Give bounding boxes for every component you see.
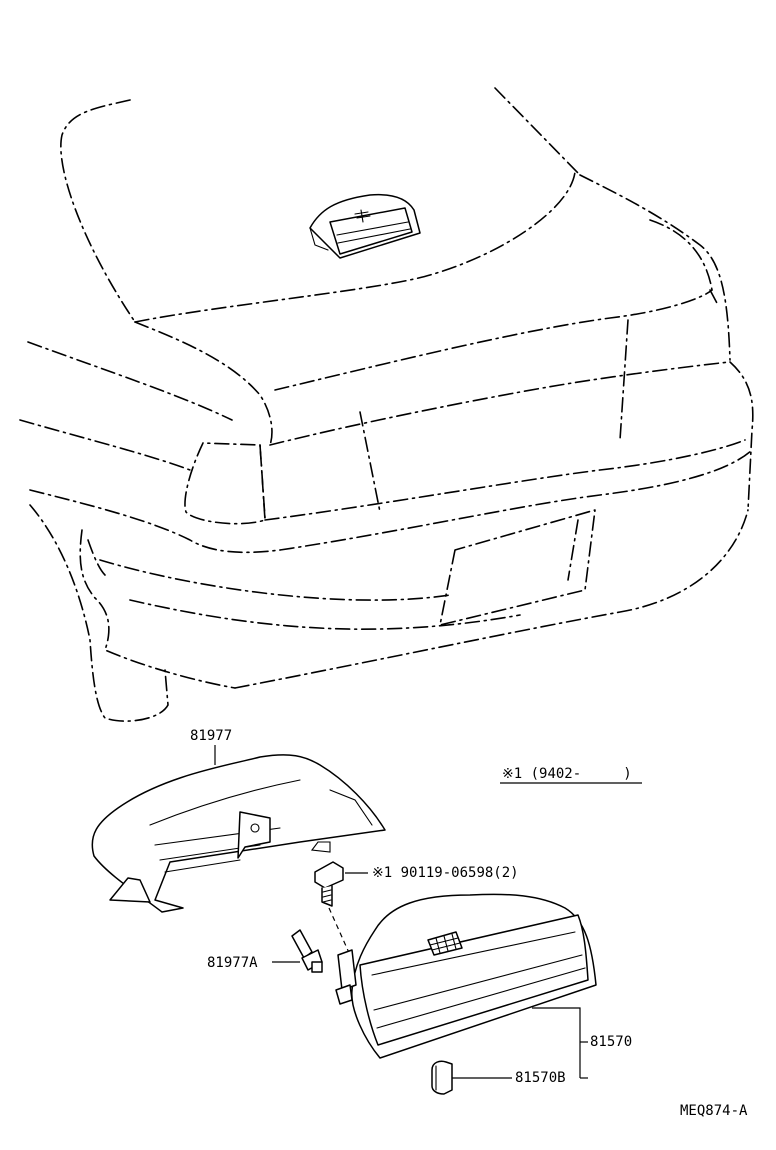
spoiler-cover-81977: [91, 754, 386, 913]
label-81977A: 81977A: [207, 955, 258, 971]
label-81570: 81570: [590, 1034, 632, 1050]
leader-lines: [214, 745, 642, 1079]
label-81977: 81977: [190, 728, 232, 744]
screw-90119-06598: [314, 861, 351, 956]
mounted-stop-lamp: [309, 193, 421, 259]
diagram-code: MEQ874-A: [680, 1103, 748, 1119]
stop-lamp-81570: [335, 893, 597, 1059]
label-screw-90119-06598: ※1 90119-06598(2): [372, 865, 519, 881]
label-81570B: 81570B: [515, 1070, 566, 1086]
label-note-9402: ※1 (9402- ): [502, 766, 632, 782]
car-rear-outline: [19, 87, 754, 722]
clip-81977A: [291, 929, 323, 973]
bulb-81570B: [431, 1060, 453, 1095]
